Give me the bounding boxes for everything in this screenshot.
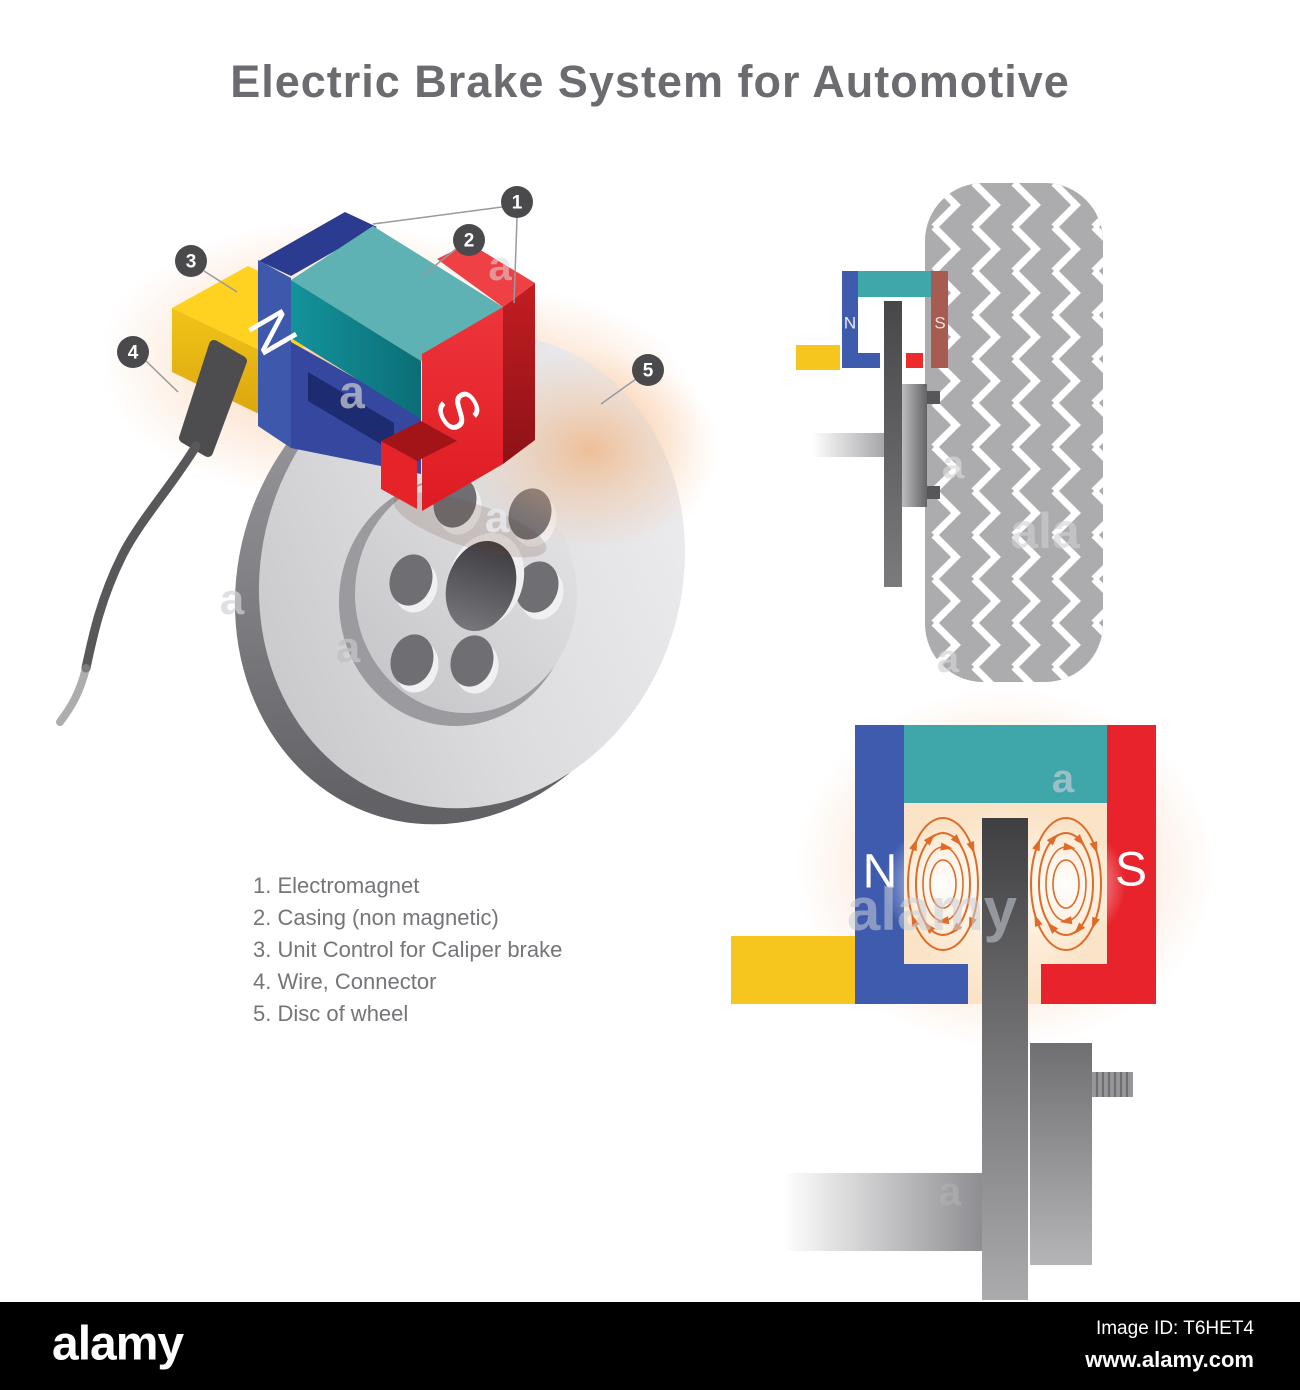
legend: 1. Electromagnet 2. Casing (non magnetic… [253,870,562,1030]
callout-2: 2 [453,224,485,256]
legend-item: 2. Casing (non magnetic) [253,905,499,930]
blue-notch-shadow [308,372,394,452]
watermark-tiles: a a a a a [220,242,513,672]
red-south-face [422,307,503,511]
electromagnet-north-pole [842,271,880,368]
wire-cable [81,441,201,673]
legend-item: 4. Wire, Connector [253,969,437,994]
wheel-hub [1030,1043,1092,1265]
callout-line [513,217,518,304]
svg-text:4: 4 [128,343,139,364]
watermark-tile: a [485,493,510,542]
north-pole-label: N [863,846,898,899]
svg-text:1: 1 [512,193,523,214]
electromagnet-south-pole [931,271,948,368]
image-id: Image ID: T6HET4 [1095,1318,1254,1339]
wheel-stud [1092,1072,1133,1097]
callouts [145,206,637,405]
svg-text:5: 5 [643,361,654,382]
tire-tread [925,183,1103,682]
wire-cable-fade [56,664,90,726]
electromagnet-south-pole [1041,725,1156,1004]
electromagnet-north-pole [855,725,968,1004]
callout-badges: 1 2 3 4 5 [117,186,664,386]
wheel-stud [927,391,940,404]
svg-text:3: 3 [186,252,197,273]
disc-strip [884,301,902,587]
watermark-tiles: a ala a [937,443,1081,681]
disc-strip [982,818,1028,1300]
cross-section-diagram: N S a alamy a [731,688,1215,1300]
side-view-diagram: N S a ala a [796,183,1103,682]
connector-plug [179,340,247,457]
watermark-bar: alamy Image ID: T6HET4 www.alamy.com [0,1302,1300,1390]
red-top-face [437,243,535,307]
legend-item: 3. Unit Control for Caliper brake [253,937,563,962]
casing [858,271,932,297]
casing [904,725,1107,803]
svg-text:2: 2 [464,231,475,252]
casing-top [291,226,503,361]
wire-connector [56,340,247,726]
legend-item: 5. Disc of wheel [253,1001,409,1026]
watermark-tile: a [488,242,512,289]
north-pole-label: N [844,314,856,333]
wheel-hub [902,384,927,507]
watermark-tile: a [937,637,960,681]
watermark-tiles: a alamy a [847,757,1075,1214]
wheel-stud [927,486,940,499]
callout-line [421,248,457,277]
axle-shaft [782,1173,982,1251]
alamy-url: www.alamy.com [1085,1347,1254,1372]
field-glow [1006,824,1126,944]
callout-line [203,270,238,293]
blue-north-face [258,260,291,448]
callout-3: 3 [175,245,207,277]
callout-1: 1 [501,186,533,218]
watermark-tile: a [942,443,965,487]
watermark-tile: alamy [847,876,1018,943]
callout-5: 5 [632,354,664,386]
field-lines-right [1030,817,1102,951]
page-title: Electric Brake System for Automotive [230,56,1070,107]
red-foot-top [381,421,457,461]
callout-line [600,378,637,405]
field-lines-left [907,817,979,951]
callout-line [145,360,179,393]
electromagnet-south-pole [381,243,535,511]
watermark-tile: ala [1010,503,1081,559]
callout-4: 4 [117,336,149,368]
magnet-shadow [393,492,547,558]
south-pole-label: S [1115,844,1147,897]
watermark-tile: a [939,1170,962,1214]
casing [291,226,503,419]
watermark-tile: a [336,623,361,672]
field-glow [883,824,1003,944]
watermark-info: Image ID: T6HET4 www.alamy.com [1085,1314,1254,1376]
alamy-logo: alamy [52,1317,184,1371]
red-foot-front [381,441,417,509]
legend-item: 1. Electromagnet [253,873,420,898]
main-diagram: N S a a a a a [56,186,720,825]
watermark-tile: a [220,575,245,624]
casing-front [291,280,421,419]
blue-top-band [259,212,377,276]
unit-control-box [796,345,840,370]
center-bore [445,541,517,631]
watermark-tile: a [1052,757,1075,801]
unit-control-box [731,936,855,1004]
south-pole-label: S [934,314,945,333]
callout-line [372,206,503,225]
watermark-tile: a [339,366,365,418]
south-foot [906,353,923,368]
red-right-face [503,283,535,464]
